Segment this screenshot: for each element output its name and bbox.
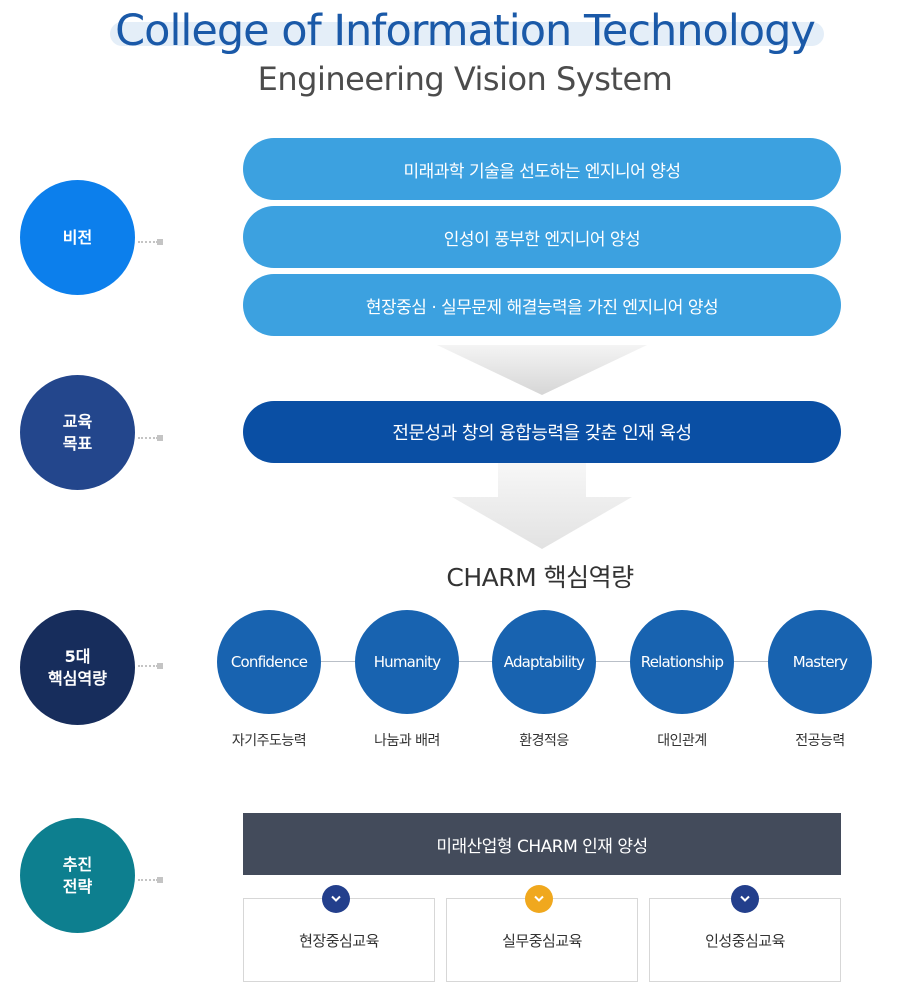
strategy-title-bar: 미래산업형 CHARM 인재 양성 — [243, 813, 841, 875]
section-vision-circle: 비전 — [20, 180, 135, 295]
section-strategy-circle: 추진 전략 — [20, 818, 135, 933]
competency-adaptability: Adaptability — [492, 610, 596, 714]
connector-end — [157, 663, 163, 669]
dotted-connector — [138, 879, 158, 881]
dotted-connector — [138, 665, 158, 667]
section-competency-circle: 5대 핵심역량 — [20, 610, 135, 725]
vision-item: 인성이 풍부한 엔지니어 양성 — [243, 206, 841, 268]
chevron-down-icon — [322, 885, 350, 913]
dotted-connector — [138, 241, 158, 243]
page-subtitle: Engineering Vision System — [257, 60, 673, 98]
page-title: College of Information Technology — [115, 6, 816, 56]
competency-humanity: Humanity — [355, 610, 459, 714]
connector-end — [157, 239, 163, 245]
section-goal-circle: 교육 목표 — [20, 375, 135, 490]
down-arrow-icon — [437, 345, 647, 395]
chevron-down-icon — [731, 885, 759, 913]
vision-item: 현장중심 · 실무문제 해결능력을 가진 엔지니어 양성 — [243, 274, 841, 336]
charm-title: CHARM 핵심역량 — [446, 563, 634, 592]
dotted-connector — [138, 437, 158, 439]
competency-desc: 나눔과 배려 — [374, 733, 440, 749]
title-highlight — [110, 22, 824, 46]
competency-desc: 전공능력 — [795, 733, 845, 749]
connector-end — [157, 435, 163, 441]
goal-item: 전문성과 창의 융합능력을 갖춘 인재 육성 — [243, 401, 841, 463]
competency-desc: 자기주도능력 — [231, 733, 307, 749]
connector-end — [157, 877, 163, 883]
competency-desc: 대인관계 — [657, 733, 707, 749]
competency-desc: 환경적응 — [519, 733, 569, 749]
down-arrow-icon — [452, 463, 632, 549]
competency-mastery: Mastery — [768, 610, 872, 714]
vision-item: 미래과학 기술을 선도하는 엔지니어 양성 — [243, 138, 841, 200]
competency-relationship: Relationship — [630, 610, 734, 714]
competency-confidence: Confidence — [217, 610, 321, 714]
chevron-down-icon — [525, 885, 553, 913]
